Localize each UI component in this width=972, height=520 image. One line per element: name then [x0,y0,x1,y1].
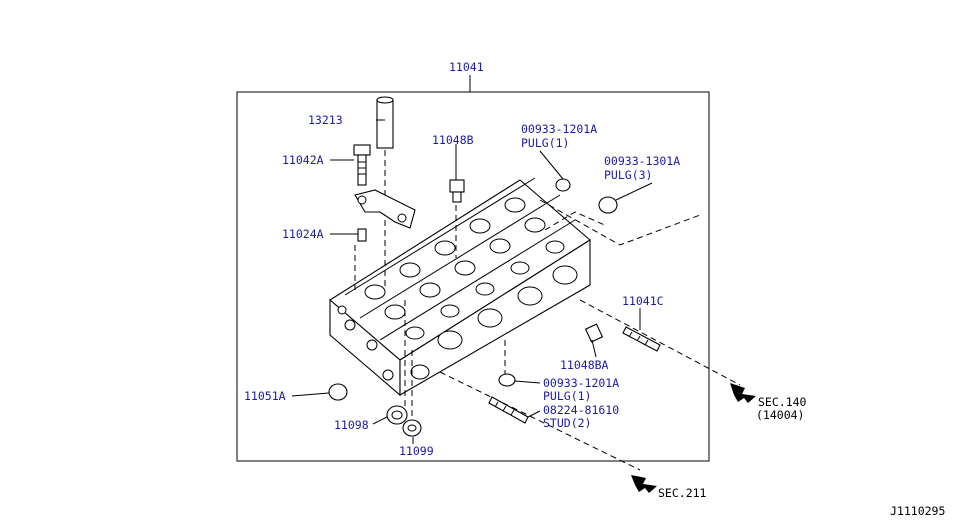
seal-11051A-shape [328,383,348,401]
label-08224-81610: 08224-81610 [543,403,619,417]
label-00933-1201A-top: 00933-1201A [521,122,597,136]
label-sec140: SEC.140 [758,395,807,409]
label-11051A: 11051A [244,389,286,403]
label-pulg1-top: PULG(1) [521,136,569,150]
plug-00933-1201A-bottom-shape [498,373,516,387]
label-sec211: SEC.211 [658,486,707,500]
bracket [354,189,416,229]
plug-11048B [449,179,465,203]
sec211-arrow [631,475,657,493]
label-pulg1-bottom: PULG(1) [543,389,591,403]
plug-00933-1201A-top-shape [555,178,571,192]
label-11048B: 11048B [432,133,474,147]
dowel-pin-11024A [357,228,367,242]
diagram-id: J1110295 [890,504,945,518]
sec140-arrow [730,383,756,403]
label-11042A: 11042A [282,153,324,167]
label-13213: 13213 [308,113,343,127]
label-00933-1301A: 00933-1301A [604,154,680,168]
bolt-11042A [353,144,371,186]
label-11041C: 11041C [622,294,664,308]
plug-11048BA [584,323,604,343]
dowel-sleeve-13213 [376,96,394,149]
label-11099: 11099 [399,444,434,458]
label-11041: 11041 [449,60,484,74]
leader-lines [291,144,653,444]
label-11024A: 11024A [282,227,324,241]
label-11048BA: 11048BA [560,358,609,372]
cylinder-head [329,177,591,397]
assembly-guides [354,110,741,471]
label-11098: 11098 [334,418,369,432]
label-sec140-sub: (14004) [756,408,804,422]
assembly-frame [236,91,710,462]
label-00933-1201A-bottom: 00933-1201A [543,376,619,390]
stud-11041C [622,326,661,352]
label-pulg3: PULG(3) [604,168,652,182]
stud-08224-81610 [488,396,529,424]
seal-11099-shape [402,419,422,437]
label-stud2: STUD(2) [543,416,591,430]
plug-00933-1301A-shape [598,196,618,214]
seal-11098-shape [386,405,408,425]
